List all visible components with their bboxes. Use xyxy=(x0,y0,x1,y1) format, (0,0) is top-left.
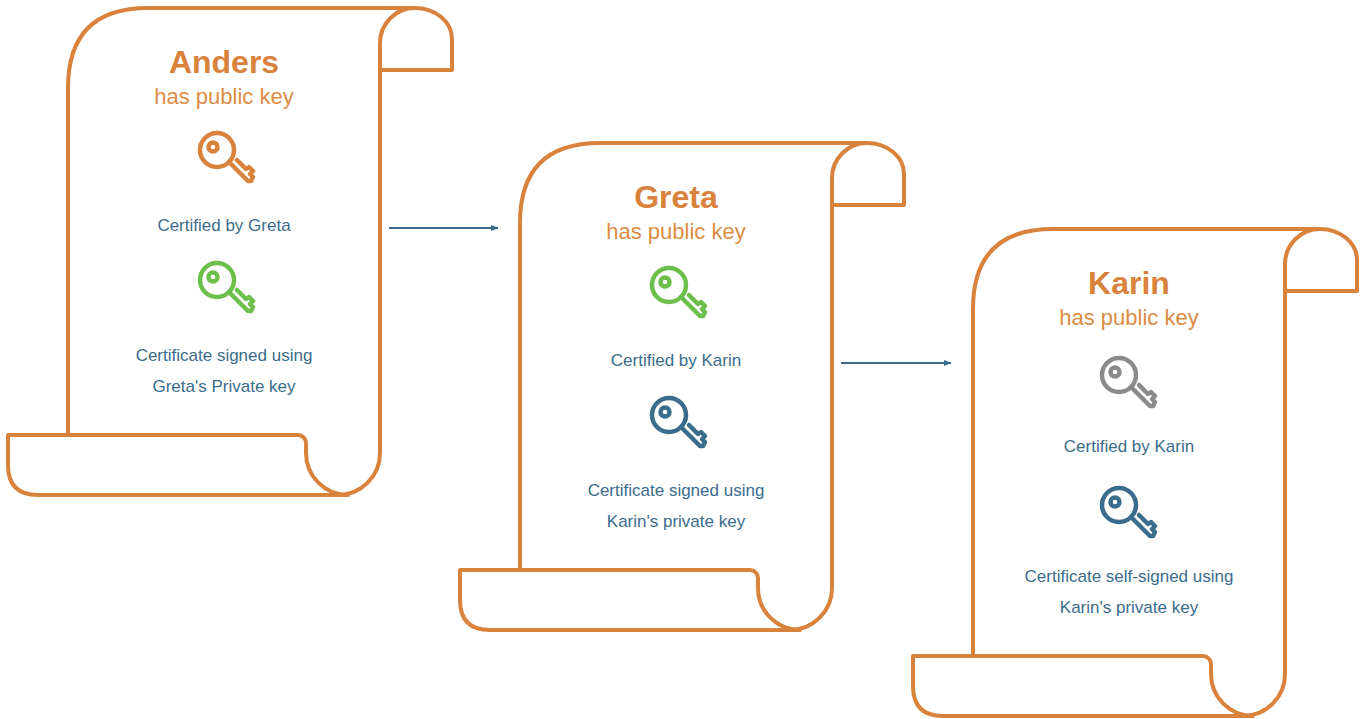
text: Certificate signed using Greta's Private… xyxy=(112,340,337,402)
subheading: has public key xyxy=(973,304,1285,332)
arrow-connector xyxy=(841,362,951,364)
key-icon xyxy=(1102,488,1155,536)
scroll-path xyxy=(460,143,904,630)
subheading: has public key xyxy=(68,83,380,111)
certifier-note: Certified by Karin xyxy=(520,350,832,372)
key-icon xyxy=(1102,358,1155,406)
scroll-path xyxy=(8,8,452,495)
text: has public key xyxy=(1059,304,1198,332)
text: Certified by Greta xyxy=(157,215,290,237)
signature-note: Certificate self-signed using Karin's pr… xyxy=(973,561,1285,623)
text: Anders xyxy=(169,44,279,80)
certifier-note: Certified by Karin xyxy=(973,436,1285,458)
key-icon xyxy=(200,133,253,181)
key-icon xyxy=(652,398,705,446)
scroll-outline xyxy=(460,143,912,630)
arrow-connector xyxy=(389,227,498,229)
text: Karin xyxy=(1088,265,1170,301)
key-icon xyxy=(652,268,705,316)
scroll-certificate: Anders has public keyCertified by GretaCe… xyxy=(68,8,380,495)
text: Certified by Karin xyxy=(1064,436,1194,458)
scroll-certificate: Greta has public keyCertified by KarinCer… xyxy=(520,143,832,630)
text: has public key xyxy=(154,83,293,111)
name-heading: Anders xyxy=(68,44,380,80)
scroll-certificate: Karin has public keyCertified by KarinCer… xyxy=(973,229,1285,716)
scroll-path xyxy=(913,229,1357,716)
scroll-outline xyxy=(913,229,1365,716)
name-heading: Greta xyxy=(520,179,832,215)
subheading: has public key xyxy=(520,218,832,246)
scroll-outline xyxy=(8,8,460,495)
text: Certified by Karin xyxy=(611,350,741,372)
signature-note: Certificate signed using Karin's private… xyxy=(520,475,832,537)
key-icon xyxy=(200,263,253,311)
certifier-note: Certified by Greta xyxy=(68,215,380,237)
text: Certificate self-signed using Karin's pr… xyxy=(1017,561,1242,623)
name-heading: Karin xyxy=(973,265,1285,301)
signature-note: Certificate signed using Greta's Private… xyxy=(68,340,380,402)
text: Greta xyxy=(634,179,718,215)
text: Certificate signed using Karin's private… xyxy=(564,475,789,537)
text: has public key xyxy=(606,218,745,246)
